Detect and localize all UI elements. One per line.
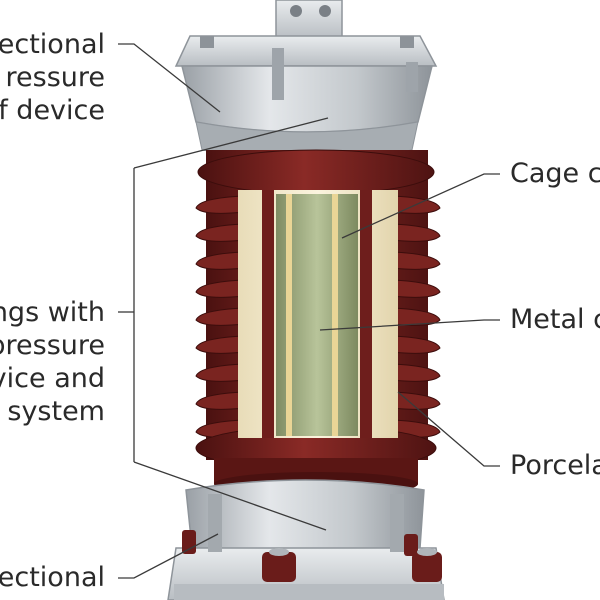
porcelain-shed-fin bbox=[392, 224, 440, 241]
label-line: f device bbox=[0, 94, 105, 127]
label-line: ectional bbox=[0, 561, 105, 594]
porcelain-shed-fin bbox=[196, 364, 244, 381]
porcelain-shed-fin bbox=[196, 280, 244, 297]
label-line: ectional bbox=[0, 28, 105, 61]
porcelain-shed-fin bbox=[196, 224, 244, 241]
porcelain-shed-fin bbox=[196, 196, 244, 213]
label-line: Metal c bbox=[510, 303, 600, 336]
label-metal: Metal c bbox=[510, 303, 600, 336]
bottom-flange bbox=[168, 480, 444, 600]
porcelain-shed-fin bbox=[196, 308, 244, 325]
porcelain-shed-fin bbox=[392, 280, 440, 297]
label-top-left: ectional ressure f device bbox=[0, 28, 105, 127]
label-line: ressure bbox=[0, 61, 105, 94]
cutaway-interior bbox=[238, 190, 398, 438]
porcelain-shed-fin bbox=[392, 252, 440, 269]
label-line: ngs with bbox=[0, 296, 105, 329]
label-line: Cage c bbox=[510, 157, 600, 190]
label-middle-left: ngs with pressure vice and system bbox=[0, 296, 105, 428]
label-line: vice and bbox=[0, 362, 105, 395]
label-porcelain: Porcela bbox=[510, 449, 600, 482]
label-line: pressure bbox=[0, 329, 105, 362]
porcelain-shed-fin bbox=[196, 336, 244, 353]
porcelain-shed-fin bbox=[196, 252, 244, 269]
top-terminal bbox=[276, 0, 342, 38]
top-flange bbox=[176, 36, 436, 159]
porcelain-shed-fin bbox=[392, 336, 440, 353]
label-line: Porcela bbox=[510, 449, 600, 482]
label-cage: Cage c bbox=[510, 157, 600, 190]
porcelain-shed-fin bbox=[392, 364, 440, 381]
label-bottom-left: ectional bbox=[0, 561, 105, 594]
porcelain-shed-fin bbox=[196, 392, 244, 409]
label-line: system bbox=[0, 395, 105, 428]
